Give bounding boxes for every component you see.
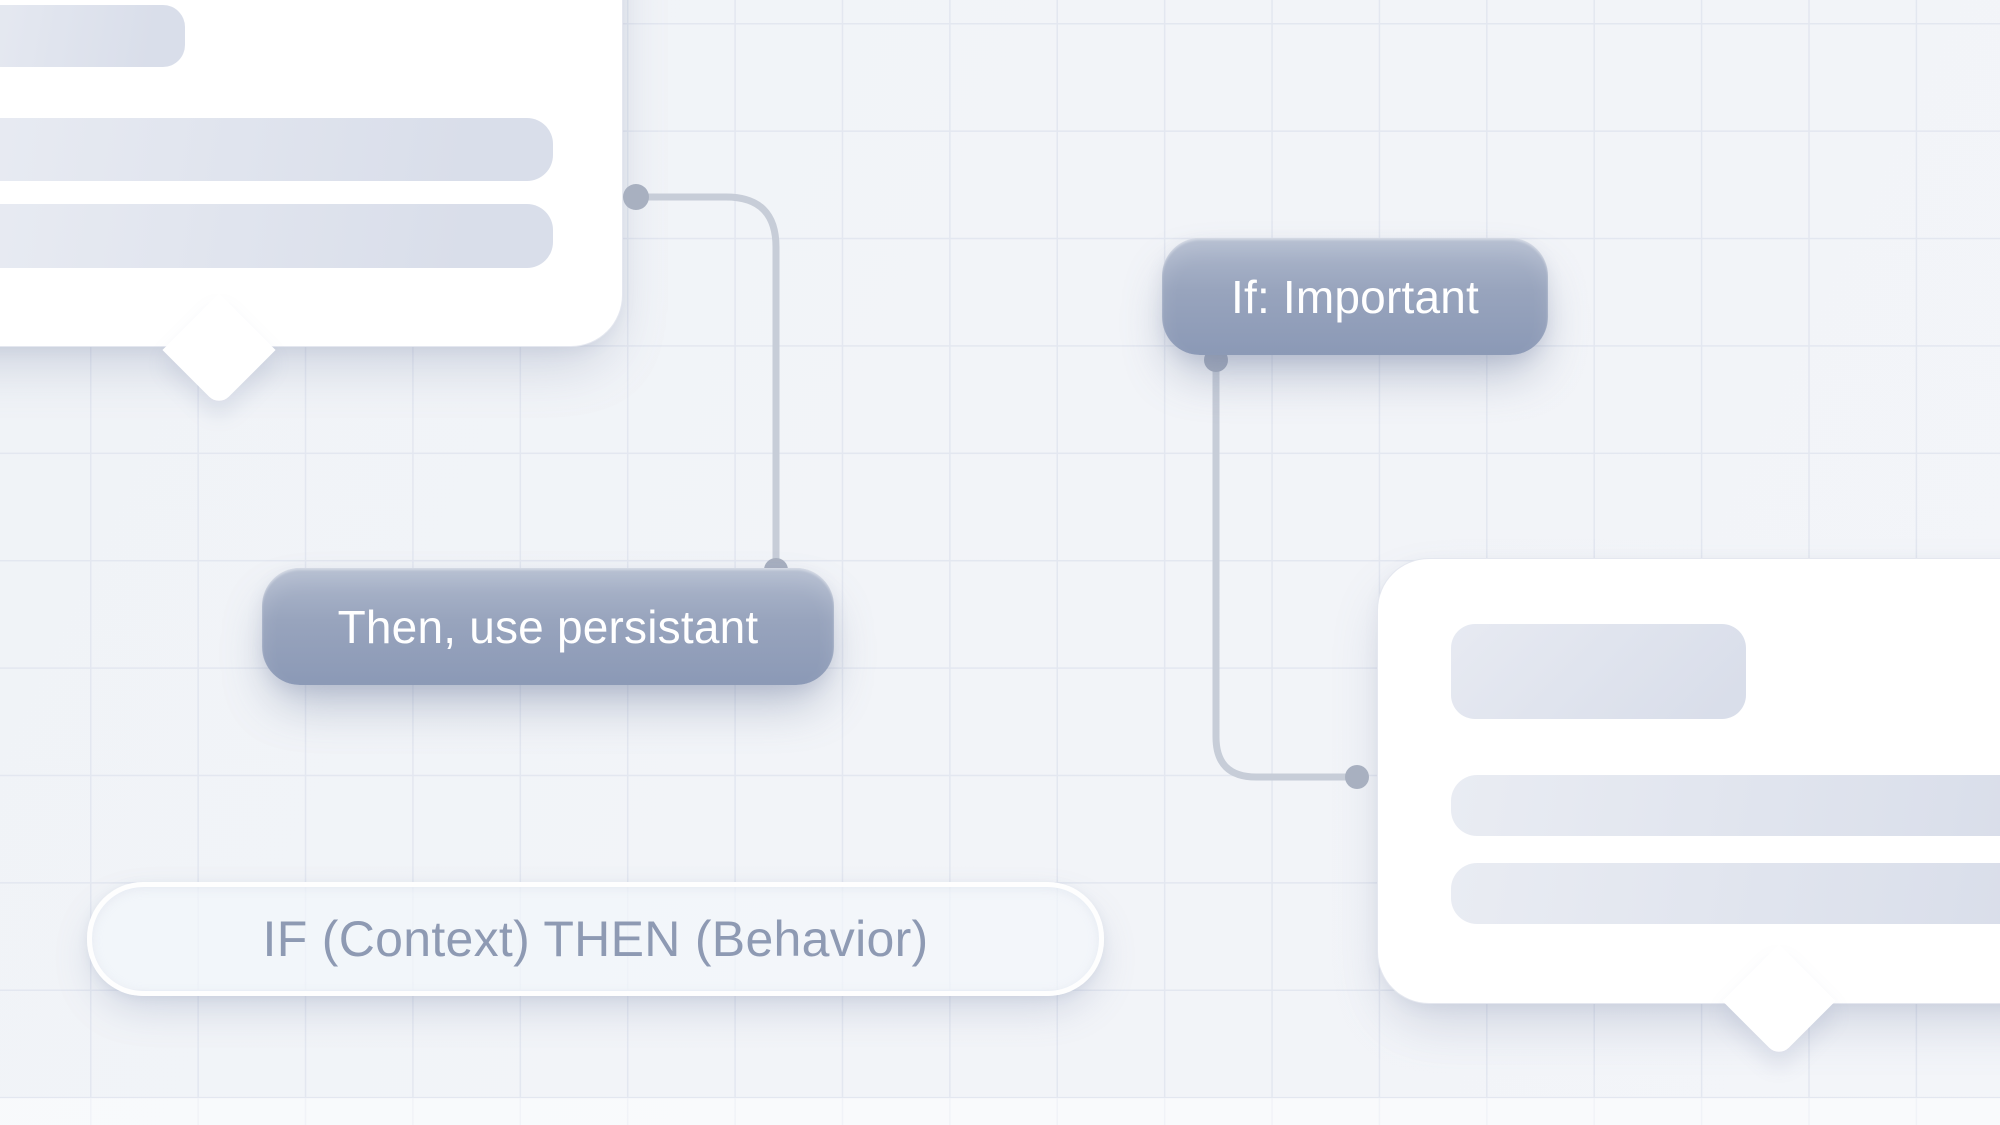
placeholder-chip xyxy=(0,5,185,67)
connector-card-to-action-node xyxy=(632,193,780,574)
placeholder-line-1 xyxy=(0,118,553,181)
connector-condition-to-card xyxy=(1212,356,1361,781)
placeholder-line-2 xyxy=(0,204,553,268)
condition-node[interactable]: If: Important xyxy=(1162,238,1548,355)
action-node[interactable]: Then, use persistant xyxy=(262,568,834,685)
canvas-bottom-band xyxy=(0,1098,2000,1125)
connector-handle-card-top-left[interactable] xyxy=(623,184,649,210)
placeholder-chip xyxy=(1451,624,1746,719)
rule-caption-label: IF (Context) THEN (Behavior) xyxy=(262,911,929,967)
connector-handle-card-bottom-right[interactable] xyxy=(1345,765,1369,789)
chat-bubble-card-top-left[interactable] xyxy=(0,0,623,407)
placeholder-line-2 xyxy=(1451,863,2000,924)
placeholder-line-1 xyxy=(1451,775,2000,836)
action-node-label: Then, use persistant xyxy=(337,600,759,653)
bubble-tail xyxy=(162,293,276,407)
bubble-tail xyxy=(1722,944,1836,1058)
rule-caption-pill: IF (Context) THEN (Behavior) xyxy=(87,882,1104,996)
condition-node-label: If: Important xyxy=(1230,270,1480,323)
chat-bubble-card-bottom-right[interactable] xyxy=(1377,558,2000,1058)
